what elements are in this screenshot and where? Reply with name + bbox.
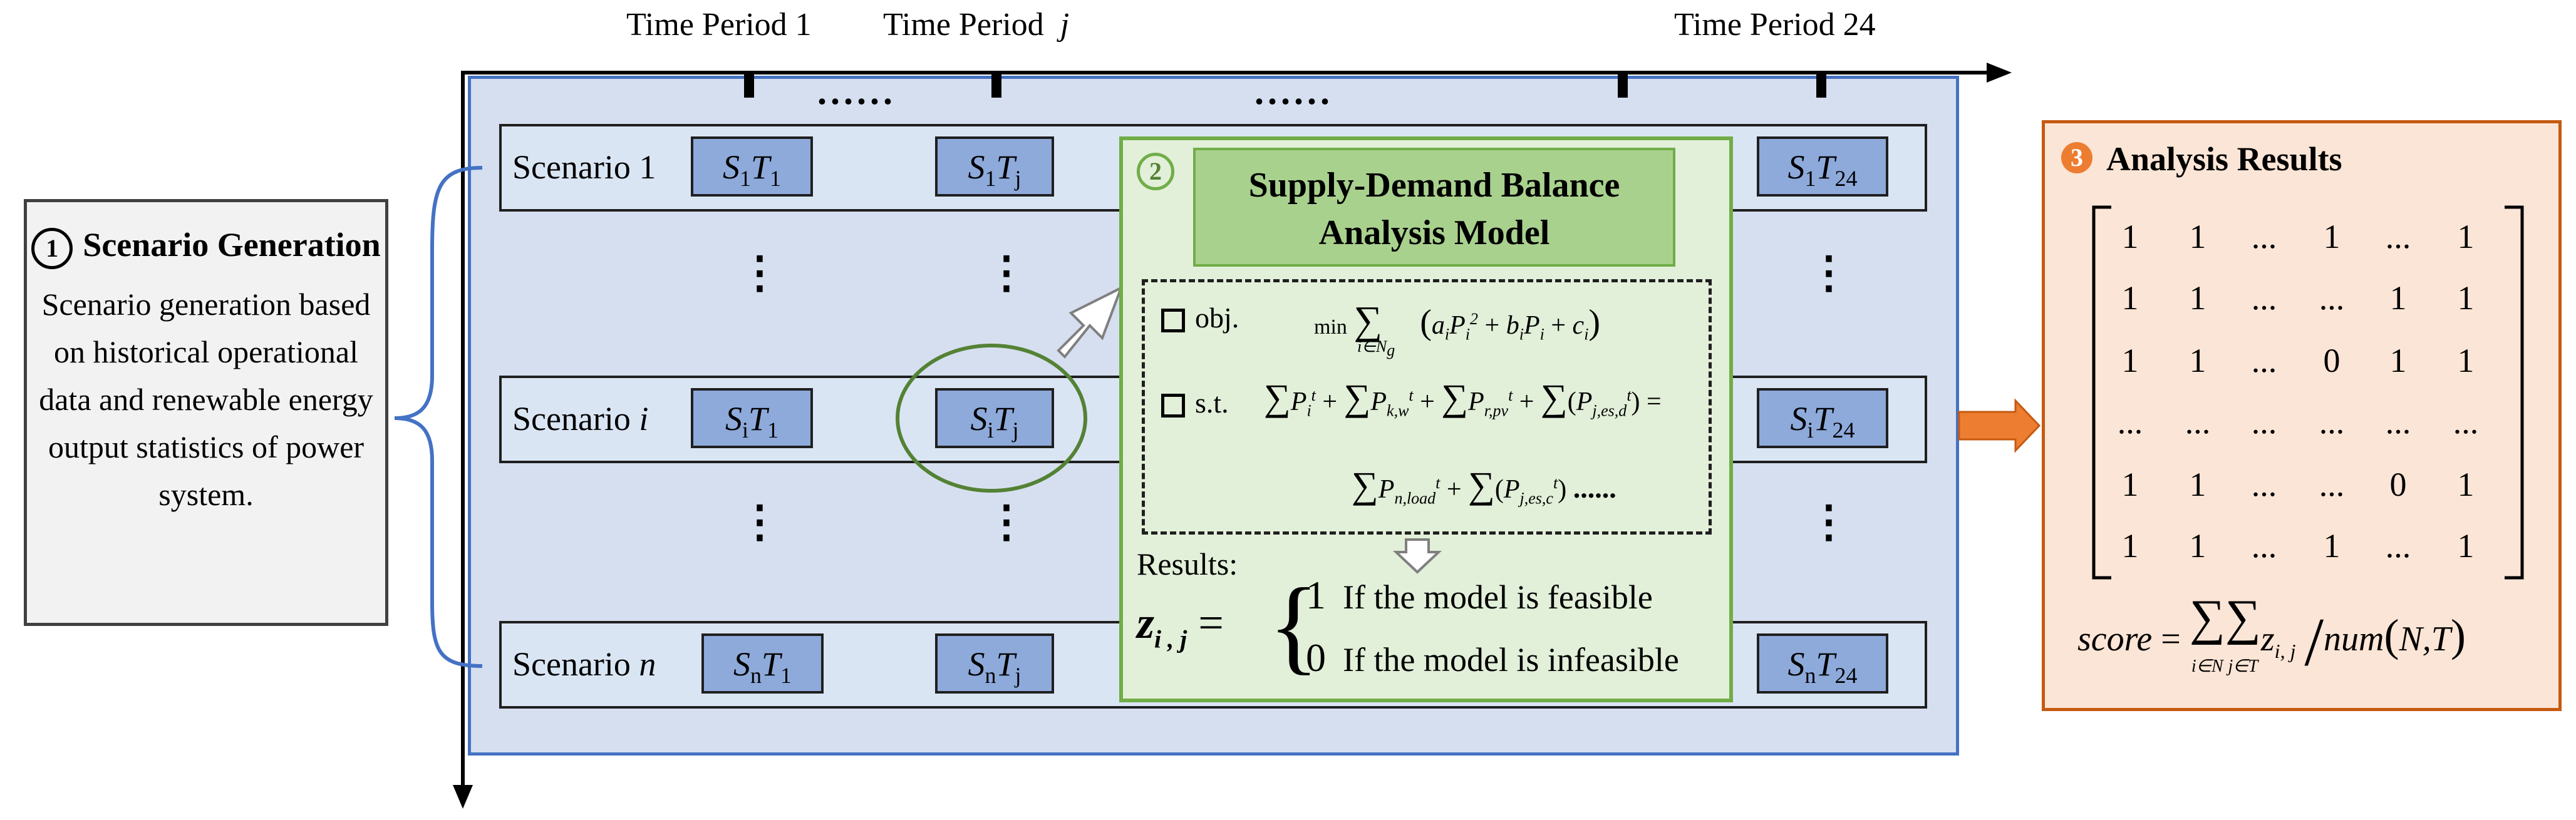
cell-sn-tj: SnTj: [935, 633, 1054, 694]
matrix-cell: ...: [2117, 403, 2143, 441]
matrix-cell: ...: [2185, 403, 2211, 441]
matrix-brackets: [2092, 205, 2524, 580]
case-infeasible: 0 If the model is infeasible: [1306, 635, 1679, 680]
cell-s1-tj: S1Tj: [935, 136, 1054, 197]
matrix-cell: ...: [2319, 279, 2345, 317]
step-1-badge: 1: [31, 227, 73, 269]
cell-s1-t1: S1T1: [691, 136, 813, 197]
tick-period-23: [1618, 73, 1628, 98]
scenario-axis-arrowhead: [453, 785, 473, 809]
matrix-cell: ...: [2385, 527, 2411, 565]
matrix-cell: 1: [2457, 279, 2475, 317]
cell-si-t24: SiT24: [1757, 388, 1888, 448]
matrix-cell: ...: [2319, 403, 2345, 441]
time-axis-arrowhead: [1987, 63, 2012, 83]
matrix-cell: ...: [2251, 342, 2277, 379]
balance-model-box: 2 Supply-Demand Balance Analysis Model o…: [1119, 136, 1733, 702]
cell-si-tj: SiTj: [935, 388, 1054, 448]
matrix-cell: 0: [2323, 342, 2341, 379]
constraint-formula-line1: ∑Pit + ∑Pk,wt + ∑Pr,pvt + ∑(Pj,es,dt) =: [1264, 377, 1662, 420]
scenario-generation-description: Scenario generation based on historical …: [39, 286, 373, 512]
analysis-results-title: Analysis Results: [2106, 140, 2342, 178]
matrix-cell: ...: [2385, 218, 2411, 255]
z-ij-symbol: zi , j =: [1137, 598, 1224, 653]
st-label: s.t.: [1195, 387, 1229, 419]
model-title: Supply-Demand Balance Analysis Model: [1193, 148, 1675, 267]
st-checkbox-icon: [1161, 394, 1185, 418]
down-arrow-icon: [1392, 538, 1442, 574]
highlight-to-model-arrow: [1057, 285, 1124, 359]
matrix-cell: 1: [2457, 218, 2475, 255]
matrix-cell: ...: [2385, 403, 2411, 441]
obj-checkbox-icon: [1161, 309, 1185, 332]
matrix-cell: 1: [2323, 527, 2341, 565]
matrix-cell: 1: [2121, 527, 2139, 565]
obj-label: obj.: [1195, 302, 1239, 334]
matrix-cell: 1: [2121, 279, 2139, 317]
cases-brace: {: [1268, 566, 1320, 684]
matrix-cell: ...: [2251, 527, 2277, 565]
matrix-cell: ...: [2251, 279, 2277, 317]
time-axis-ellipsis-2: ......: [1254, 71, 1333, 112]
matrix-cell: ...: [2251, 466, 2277, 503]
matrix-cell: 1: [2189, 279, 2206, 317]
matrix-cell: 1: [2121, 466, 2139, 503]
matrix-cell: 1: [2389, 342, 2407, 379]
time-period-24-label: Time Period 24: [1674, 7, 1876, 43]
formula-box: obj. min ∑i∈Ng(aiPi2 + biPi + ci) s.t. ∑…: [1142, 279, 1712, 535]
scenario-n-label: Scenario n: [512, 645, 656, 683]
score-formula: score = ∑i∈N∑j∈Tzi, j /num(N,T): [2077, 590, 2466, 680]
tick-period-1: [744, 73, 754, 98]
matrix-cell: 1: [2323, 218, 2341, 255]
matrix-cell: 1: [2121, 342, 2139, 379]
analysis-results-box: 3 Analysis Results 1 1... 1... 1 1 1...... 1 1 1…: [2042, 120, 2562, 711]
matrix-cell: 1: [2189, 342, 2206, 379]
matrix-cell: 0: [2389, 466, 2407, 503]
tick-period-j: [991, 73, 1001, 98]
cell-sn-t24: SnT24: [1757, 633, 1888, 694]
step-3-badge: 3: [2061, 142, 2092, 173]
time-axis-ellipsis-1: ......: [817, 71, 896, 112]
matrix-cell: ...: [2251, 218, 2277, 255]
matrix-cell: 1: [2457, 342, 2475, 379]
matrix-cell: 1: [2121, 218, 2139, 255]
case-feasible: 1 If the model is feasible: [1306, 573, 1653, 617]
time-period-1-label: Time Period 1: [626, 7, 812, 43]
results-label: Results:: [1137, 546, 1238, 582]
cell-si-t1: SiT1: [691, 388, 813, 448]
step-2-badge: 2: [1137, 153, 1174, 190]
cell-s1-t24: S1T24: [1757, 136, 1888, 197]
objective-formula: min ∑i∈Ng(aiPi2 + biPi + ci): [1314, 298, 1601, 360]
matrix-cell: ...: [2319, 466, 2345, 503]
scenario-1-label: Scenario 1: [512, 148, 656, 186]
matrix-cell: 1: [2389, 279, 2407, 317]
matrix-cell: ...: [2251, 403, 2277, 441]
scenario-i-label: Scenario i: [512, 400, 649, 438]
constraint-formula-line2: ∑Pn,loadt + ∑(Pj,es,ct) ......: [1352, 464, 1616, 508]
cell-sn-t1: SnT1: [701, 633, 824, 694]
matrix-cell: 1: [2189, 466, 2206, 503]
matrix-cell: 1: [2457, 466, 2475, 503]
matrix-cell: 1: [2189, 218, 2206, 255]
time-period-j-label: Time Period j: [883, 7, 1070, 43]
highlight-ellipse: [896, 344, 1087, 493]
tick-period-24: [1816, 73, 1826, 98]
matrix-cell: 1: [2457, 527, 2475, 565]
matrix-cell: 1: [2189, 527, 2206, 565]
arrow-right-icon: [1958, 398, 2041, 453]
matrix-cell: ...: [2453, 403, 2479, 441]
